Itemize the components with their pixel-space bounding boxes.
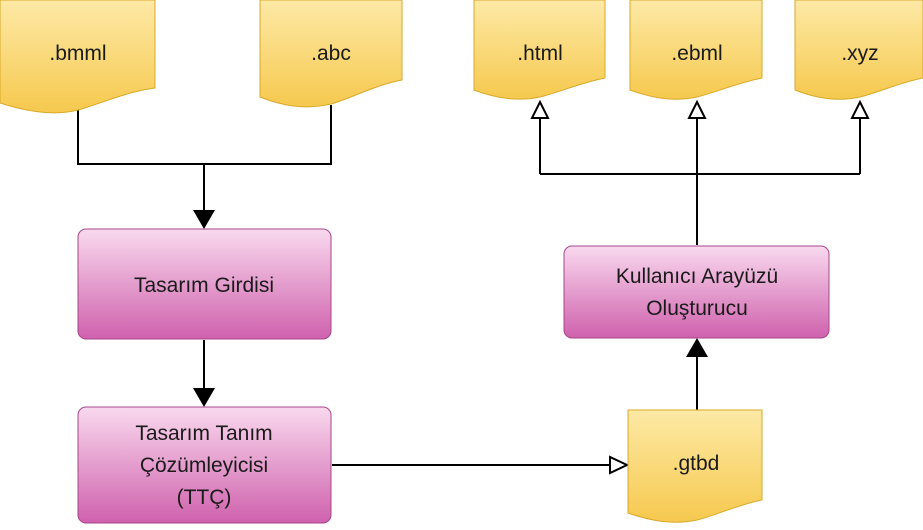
process-design-input-box <box>77 228 332 340</box>
doc-ebml-label: .ebml <box>671 42 722 65</box>
arrowheads <box>193 99 870 475</box>
process-ui-generator-box <box>563 245 830 339</box>
doc-xyz: .xyz <box>794 0 923 100</box>
process-design-parser-box <box>77 406 332 524</box>
doc-xyz-shape <box>794 0 923 100</box>
arrowhead-to-xyz <box>850 99 870 119</box>
doc-abc: .abc <box>259 0 403 108</box>
doc-gtbd: .gtbd <box>627 409 763 523</box>
doc-bmml: .bmml <box>0 0 156 114</box>
process-design-parser-label-1: Tasarım Tanım <box>135 422 272 445</box>
doc-html: .html <box>473 0 606 100</box>
arrowhead-to-ui-generator <box>686 338 708 357</box>
arrowhead-to-html <box>530 99 550 119</box>
doc-ebml-shape <box>629 0 763 100</box>
arrowhead-to-gtbd <box>609 455 630 475</box>
doc-html-shape <box>473 0 606 100</box>
connector-abc-merge <box>204 105 332 165</box>
process-design-parser-label-2: Çözümleyicisi <box>140 454 268 477</box>
process-design-parser-label-3: (TTÇ) <box>177 486 232 509</box>
doc-ebml: .ebml <box>629 0 763 100</box>
process-design-input-label: Tasarım Girdisi <box>134 274 274 297</box>
doc-html-label: .html <box>517 42 563 65</box>
doc-abc-label: .abc <box>311 42 351 65</box>
doc-bmml-label: .bmml <box>49 42 106 65</box>
arrowhead-to-design-input <box>193 210 215 229</box>
process-design-input: Tasarım Girdisi <box>77 228 332 340</box>
doc-bmml-shape <box>0 0 156 114</box>
doc-gtbd-label: .gtbd <box>673 452 720 475</box>
doc-gtbd-shape <box>627 409 763 523</box>
doc-xyz-label: .xyz <box>841 42 878 65</box>
arrowhead-to-parser <box>193 388 215 407</box>
arrowhead-to-ebml <box>687 99 707 119</box>
doc-abc-shape <box>259 0 403 108</box>
process-design-parser: Tasarım Tanım Çözümleyicisi (TTÇ) <box>77 406 332 524</box>
process-ui-generator: Kullanıcı Arayüzü Oluşturucu <box>563 245 830 339</box>
connector-bmml-merge <box>77 110 204 165</box>
connectors <box>77 105 861 466</box>
process-ui-generator-label-1: Kullanıcı Arayüzü <box>616 265 778 288</box>
process-ui-generator-label-2: Oluşturucu <box>646 297 748 320</box>
